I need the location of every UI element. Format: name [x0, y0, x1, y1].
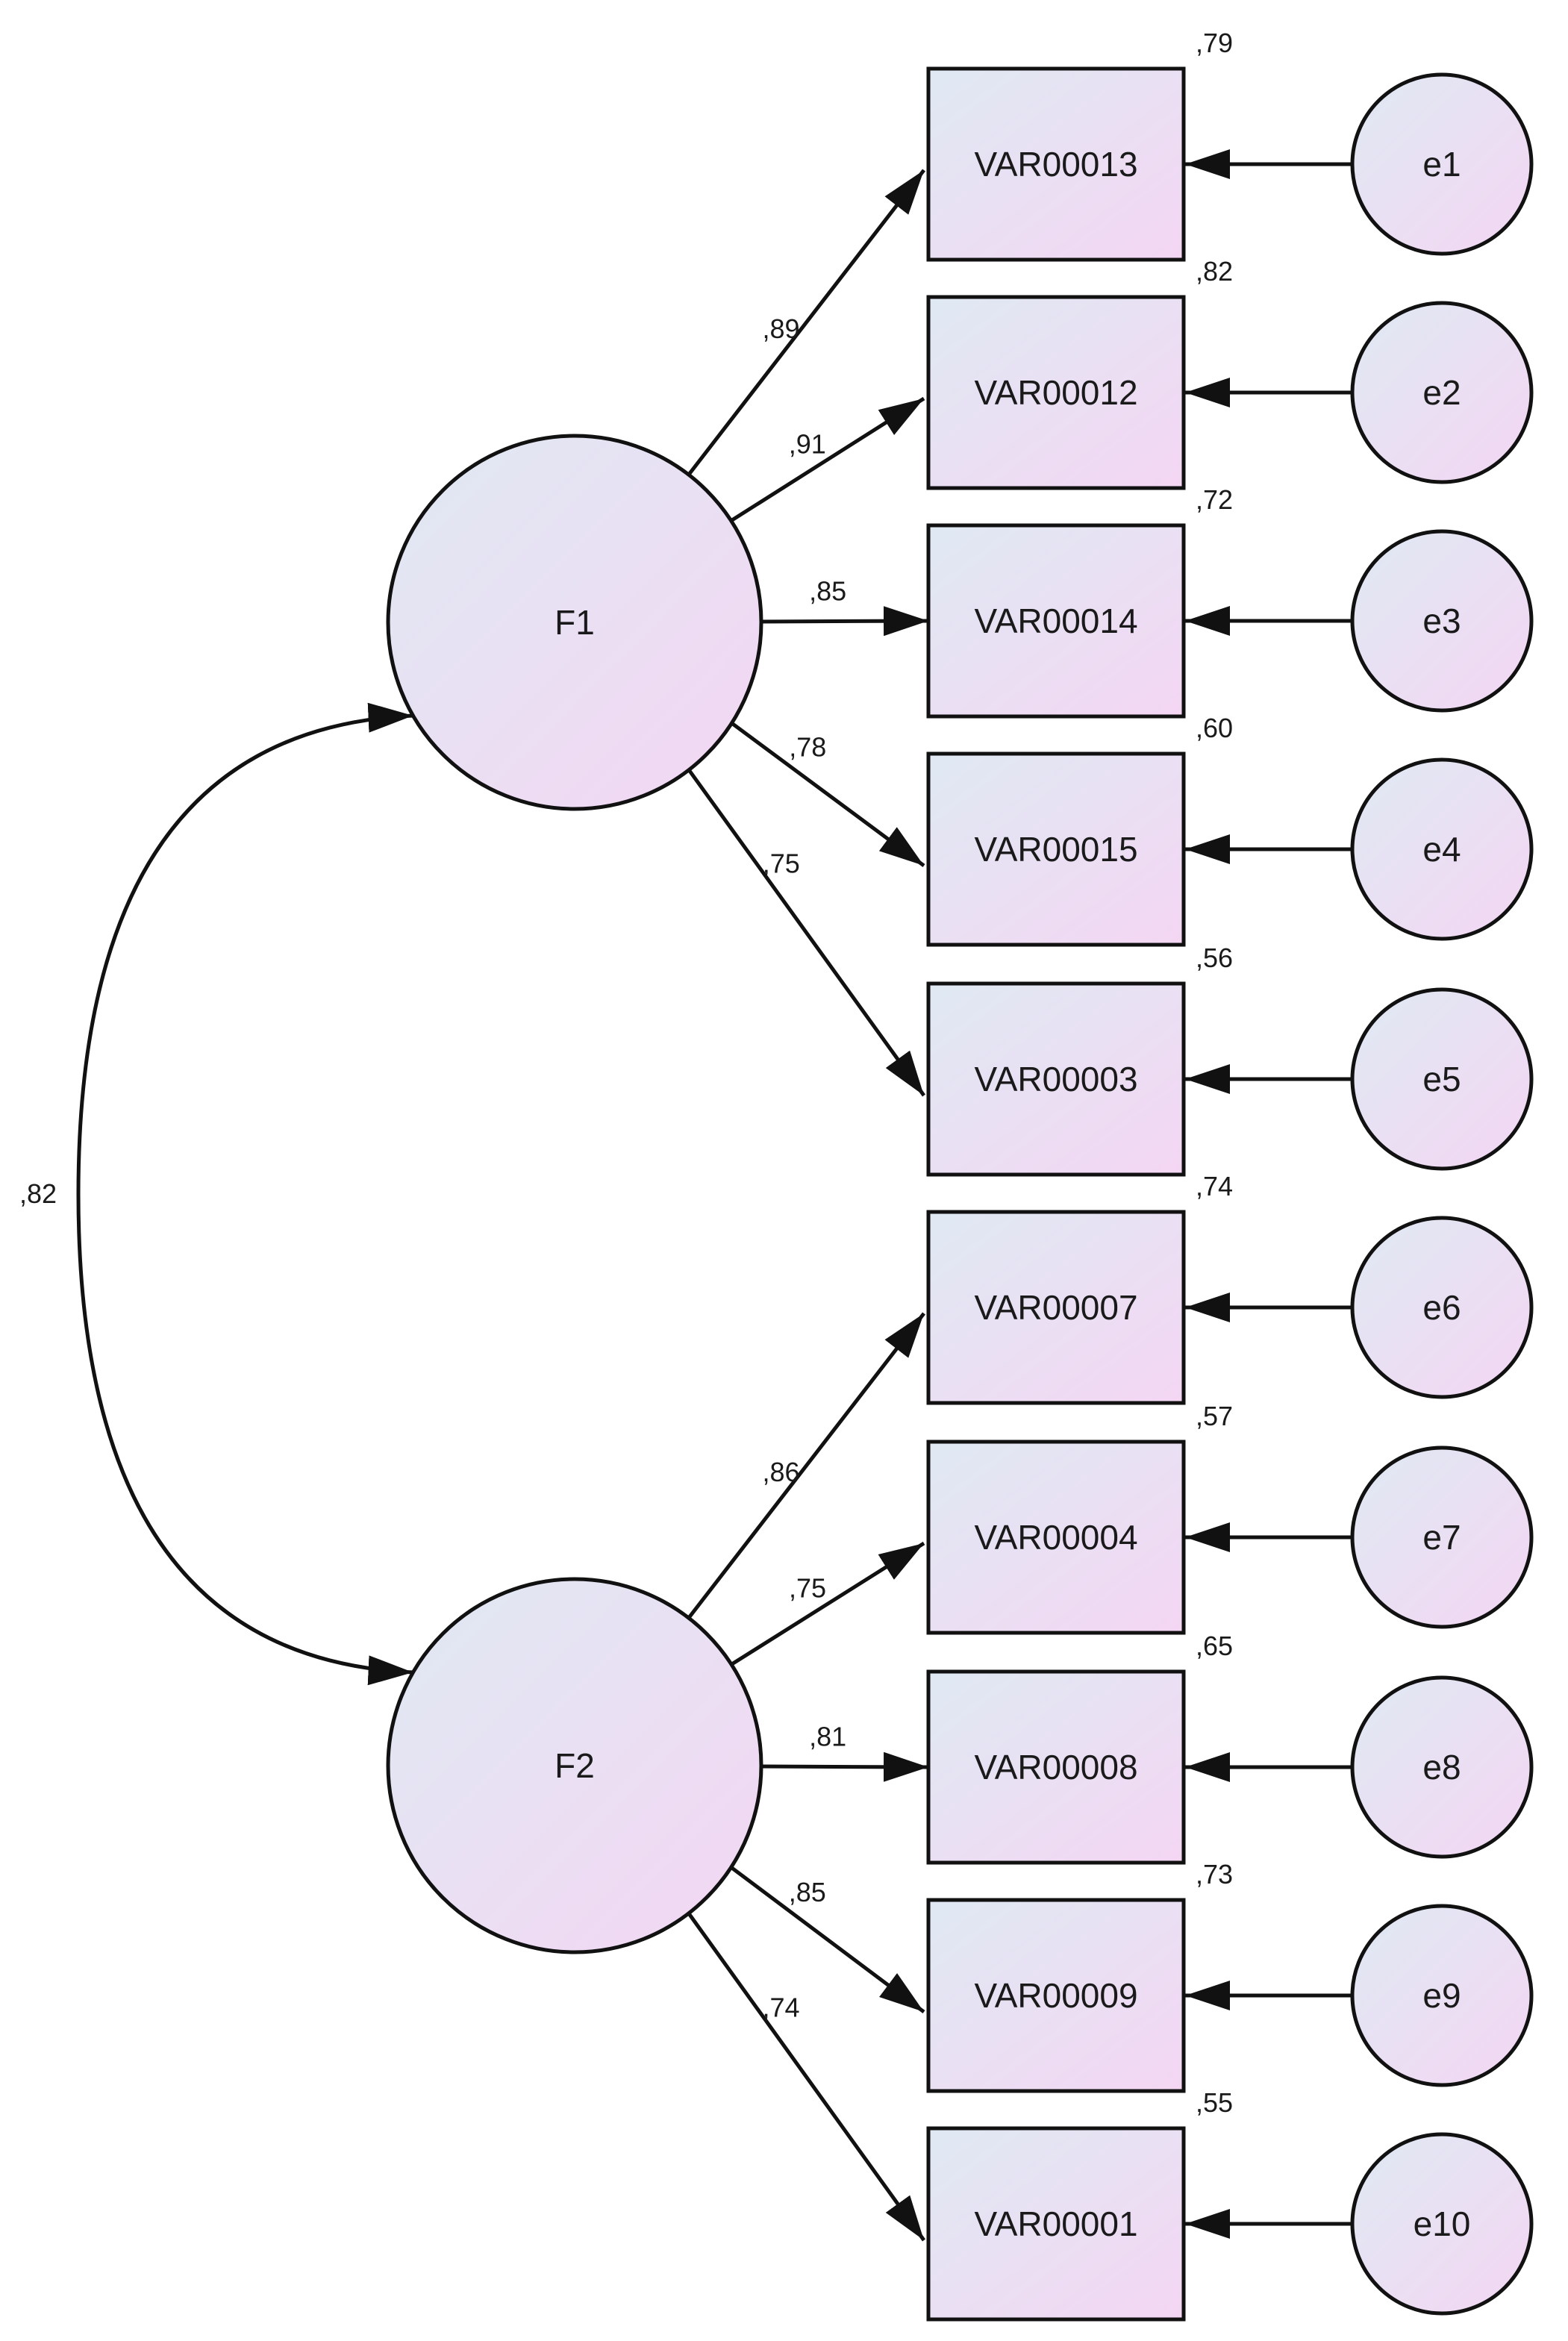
indicator-label: VAR00003: [974, 1060, 1137, 1098]
loading-path: [730, 1866, 925, 2013]
indicator-label: VAR00013: [974, 145, 1137, 184]
error-term-node: [1350, 2132, 1534, 2316]
loading-value: ,86: [763, 1457, 800, 1487]
loading-value: ,74: [763, 1992, 800, 2022]
loading-value: ,75: [763, 848, 800, 878]
r-squared-value: ,60: [1196, 713, 1233, 743]
correlation-arc-layer: [76, 702, 413, 1686]
error-term-label: e9: [1422, 1976, 1461, 2015]
error-term-label: e2: [1422, 373, 1461, 412]
loading-value: ,85: [809, 576, 846, 607]
loading-path: [687, 169, 925, 476]
indicator-box: [926, 1898, 1186, 2093]
indicator-label: VAR00004: [974, 1518, 1137, 1557]
indicator-box: [926, 751, 1186, 947]
indicator-box: [926, 981, 1186, 1177]
indicator-label: VAR00007: [974, 1288, 1137, 1327]
edges-layer: [687, 149, 1352, 2242]
loading-path: [760, 1751, 929, 1782]
nodes-layer: [386, 66, 1534, 2322]
loading-path: [730, 1541, 925, 1666]
error-term-label: e5: [1422, 1060, 1461, 1098]
factor-f2-node: [386, 1577, 763, 1954]
r-squared-value: ,56: [1196, 943, 1233, 973]
error-term-node: [1350, 1216, 1534, 1399]
loading-path: [730, 396, 925, 522]
error-term-label: e7: [1422, 1518, 1461, 1557]
indicator-label: VAR00001: [974, 2204, 1137, 2243]
indicator-label: VAR00012: [974, 373, 1137, 412]
indicator-label: VAR00009: [974, 1976, 1137, 2015]
error-term-node: [1350, 72, 1534, 256]
indicator-box: [926, 1210, 1186, 1405]
error-term-node: [1350, 1904, 1534, 2087]
error-term-label: e1: [1422, 145, 1461, 184]
loading-path: [687, 1912, 926, 2242]
loading-path: [730, 721, 925, 868]
factor-f1-node: [386, 434, 763, 811]
r-squared-value: ,72: [1196, 484, 1233, 515]
r-squared-value: ,73: [1196, 1859, 1233, 1890]
loading-value: ,78: [789, 732, 826, 763]
error-term-label: e6: [1422, 1288, 1461, 1327]
correlation-value: ,82: [19, 1178, 57, 1209]
error-term-node: [1350, 987, 1534, 1171]
r-squared-value: ,74: [1196, 1171, 1233, 1201]
loading-path: [687, 769, 926, 1097]
error-term-node: [1350, 757, 1534, 941]
error-term-node: [1350, 529, 1534, 713]
loading-value: ,75: [789, 1573, 826, 1604]
error-term-label: e4: [1422, 830, 1461, 869]
error-term-label: e8: [1422, 1748, 1461, 1787]
indicator-label: VAR00015: [974, 830, 1137, 869]
loading-value: ,91: [789, 429, 826, 460]
indicator-box: [926, 2126, 1186, 2322]
error-term-label: e10: [1414, 2204, 1471, 2243]
indicator-box: [926, 523, 1186, 719]
indicator-label: VAR00014: [974, 601, 1137, 640]
loading-value: ,85: [789, 1877, 826, 1907]
error-term-node: [1350, 301, 1534, 484]
r-squared-value: ,57: [1196, 1401, 1233, 1431]
r-squared-value: ,55: [1196, 2087, 1233, 2118]
indicator-box: [926, 1669, 1186, 1865]
factor-label: F1: [555, 603, 595, 642]
indicator-box: [926, 295, 1186, 490]
r-squared-value: ,65: [1196, 1631, 1233, 1661]
loading-value: ,89: [763, 313, 800, 344]
correlation-arc-lower: [76, 1193, 413, 1686]
indicator-label: VAR00008: [974, 1748, 1137, 1787]
error-term-node: [1350, 1675, 1534, 1859]
correlation-arc-upper: [76, 702, 413, 1195]
r-squared-value: ,79: [1196, 28, 1233, 58]
loading-path: [760, 606, 929, 637]
error-term-node: [1350, 1445, 1534, 1629]
error-term-label: e3: [1422, 601, 1461, 640]
loading-value: ,81: [809, 1721, 846, 1751]
indicator-box: [926, 1440, 1186, 1635]
indicator-box: [926, 66, 1186, 262]
loading-path: [687, 1312, 925, 1619]
factor-label: F2: [555, 1746, 595, 1785]
r-squared-value: ,82: [1196, 256, 1233, 287]
